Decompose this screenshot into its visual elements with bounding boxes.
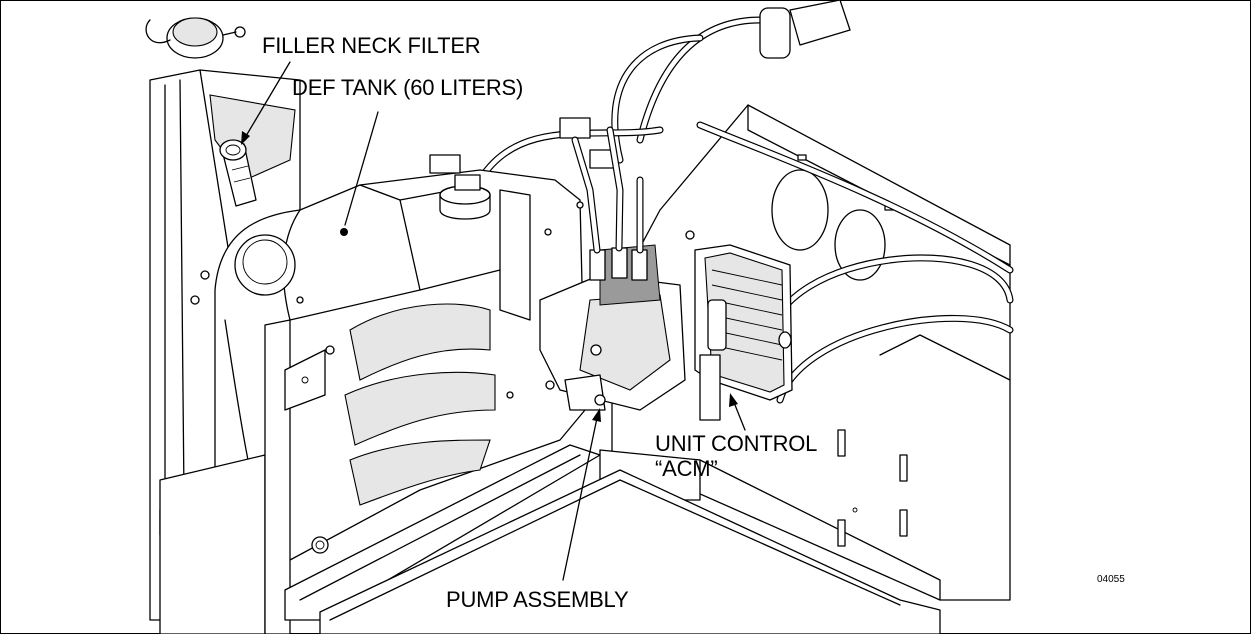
coolant-hoses [476,0,1014,404]
def-tank-label: DEF TANK (60 LITERS) [292,75,524,100]
def-tank [214,169,586,566]
acm-unit-control [685,230,793,421]
frame-rails [159,319,941,634]
mounting-bracket-panel [611,104,1011,601]
filler-cap [145,17,246,59]
unit-control-label: UNIT CONTROL [655,431,818,456]
filler-neck-filter [219,139,257,207]
pump-assembly-label: PUMP ASSEMBLY [446,587,629,612]
figure-number: 04055 [1097,574,1125,585]
unit-control-acm-label: “ACM” [655,456,718,481]
leader-lines [241,61,746,581]
pump-assembly [429,126,686,411]
filler-neck-filter-label: FILLER NECK FILTER [262,33,481,58]
